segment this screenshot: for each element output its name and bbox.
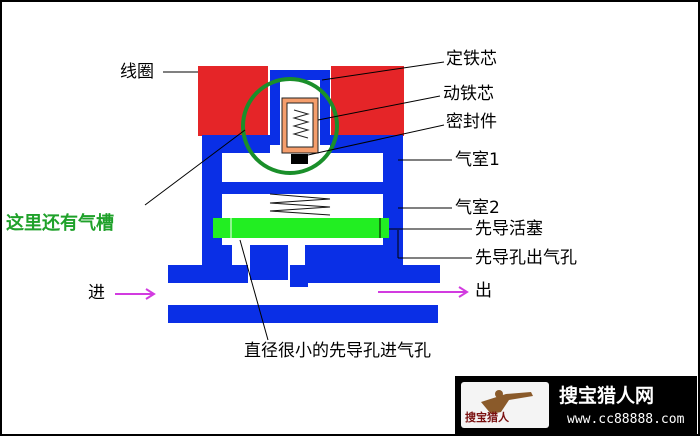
coil-left <box>198 66 268 136</box>
label-chamber2: 气室2 <box>455 198 500 218</box>
outlet-arrow <box>378 286 469 298</box>
label-chamber1: 气室1 <box>455 150 500 170</box>
watermark-logo: 搜宝猎人 <box>461 382 549 428</box>
label-inlet: 进 <box>88 283 105 303</box>
label-fixed-core: 定铁芯 <box>446 49 497 69</box>
watermark-logo-text: 搜宝猎人 <box>465 411 509 424</box>
piston-spring <box>269 193 331 216</box>
coil-right <box>331 66 404 136</box>
label-coil: 线圈 <box>120 62 154 82</box>
label-moving-core: 动铁芯 <box>443 84 494 104</box>
chamber2 <box>222 194 383 218</box>
label-outlet: 出 <box>475 281 492 301</box>
inlet-arrow <box>115 288 156 300</box>
label-pilot-piston: 先导活塞 <box>475 219 543 239</box>
watermark-title: 搜宝猎人网 <box>559 385 655 407</box>
label-pilot-inlet: 直径很小的先导孔进气孔 <box>244 341 431 361</box>
core-spring <box>292 109 310 139</box>
pilot-piston <box>213 218 389 238</box>
seal <box>291 154 308 164</box>
note-air-groove: 这里还有气槽 <box>6 213 114 234</box>
watermark: 搜宝猎人 搜宝猎人网 www.cc88888.com <box>455 376 697 434</box>
label-pilot-outlet: 先导孔出气孔 <box>475 248 577 268</box>
highlight-circle <box>241 77 339 175</box>
hunter-icon <box>481 390 533 414</box>
valve-body <box>168 70 440 323</box>
label-seal: 密封件 <box>446 112 497 132</box>
watermark-url: www.cc88888.com <box>567 412 685 427</box>
